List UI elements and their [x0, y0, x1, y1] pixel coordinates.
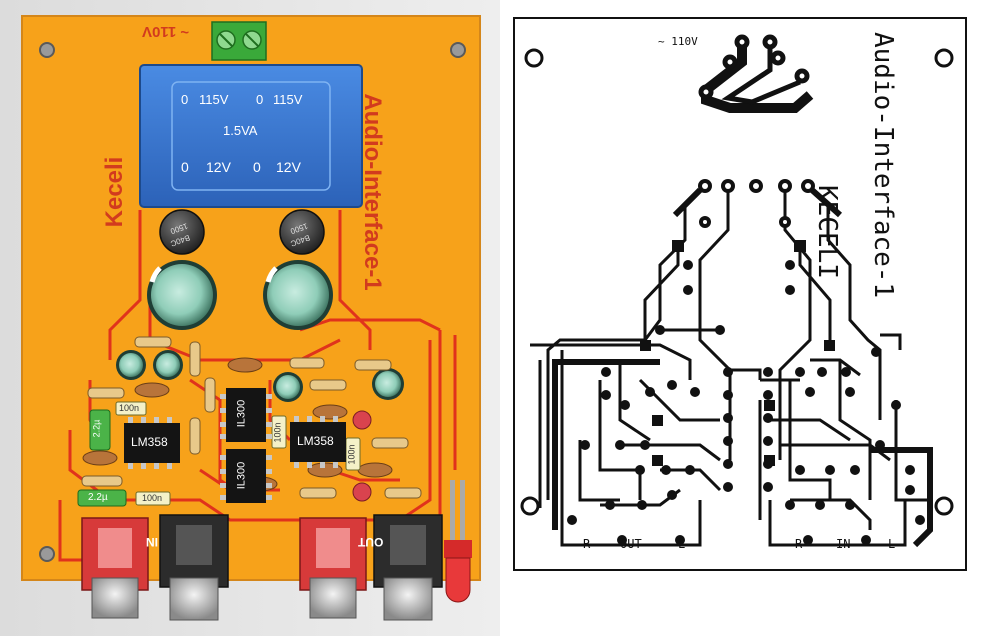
ic-right-label: LM358: [297, 434, 334, 448]
film-cap-2u2-b: [77, 489, 127, 507]
rca-jack-in-red: [81, 517, 149, 619]
trafo-primary-right-zero: 0: [256, 92, 264, 107]
transformer: [139, 64, 363, 208]
ic-lm358-right: [290, 416, 346, 468]
power-led: [444, 480, 472, 603]
trafo-secondary-right-zero: 0: [253, 159, 261, 175]
opto-il300-bottom: [220, 449, 272, 503]
bridge-rectifier-right: [279, 209, 325, 255]
electrolytic-cap-large-right: [263, 260, 333, 330]
out-l-label: L: [678, 537, 686, 551]
trafo-rating: 1.5VA: [223, 123, 258, 138]
trafo-primary-left-voltage: 115V: [199, 92, 229, 107]
electrolytic-caps-small: [116, 350, 404, 402]
cap-2u2-b-label: 2.2µ: [88, 492, 108, 503]
cap-100n-b-label: 100n: [142, 493, 163, 503]
pcb-3d-render: [0, 0, 500, 636]
resistors: [81, 336, 422, 499]
in-l-label: L: [888, 537, 896, 551]
opto-il300-top: [220, 388, 272, 442]
cap-100n-a-label: 100n: [119, 403, 140, 413]
in-label: IN: [836, 537, 851, 551]
artwork-square-pads: [640, 240, 835, 466]
right-power-label: ~ 110V: [658, 35, 698, 48]
trafo-primary-right-voltage: 115V: [273, 92, 303, 107]
artwork-traces: [530, 183, 930, 547]
trafo-primary-left-zero: 0: [181, 92, 189, 107]
ic-lm358-left: [124, 417, 180, 469]
trafo-secondary-left-voltage: 12V: [206, 159, 231, 175]
in-r-label: R: [795, 537, 803, 551]
rca-jack-out-red: [299, 517, 367, 619]
power-terminal-block: [211, 21, 267, 61]
artwork-ground-traces: [552, 187, 933, 548]
caps-100n: [115, 401, 361, 506]
right-title-line2: Audio-Interface-1: [868, 32, 898, 299]
red-indicators: [352, 410, 372, 502]
bridge-rectifier-left: [159, 209, 205, 255]
rca-jack-in-black: [159, 514, 229, 621]
ic-left-label: LM358: [131, 435, 168, 449]
out-label: OUT: [620, 537, 642, 551]
trafo-secondary-left-zero: 0: [181, 159, 189, 175]
trafo-secondary-right-voltage: 12V: [276, 159, 301, 175]
out-r-label: R: [583, 537, 591, 551]
artwork-pad-holes: [676, 183, 811, 248]
artwork-power-section: [698, 34, 814, 113]
electrolytic-cap-large-left: [147, 260, 217, 330]
film-cap-2u2-a: [89, 409, 111, 451]
rca-jack-out-black: [373, 514, 443, 621]
artwork-mounting-holes: [520, 48, 954, 516]
right-title-line1: KECELI: [812, 185, 842, 279]
